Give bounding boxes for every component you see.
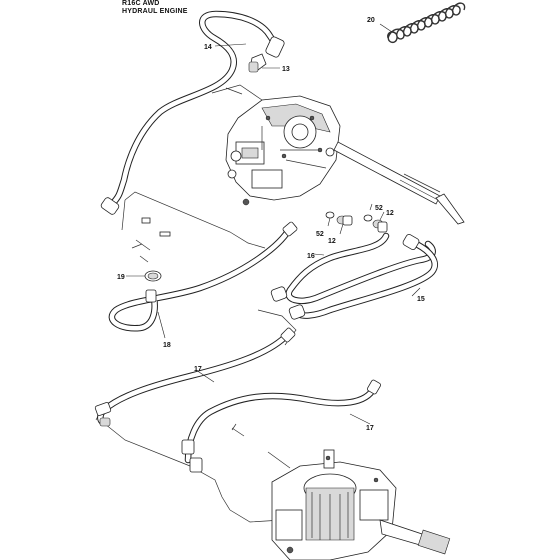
callout-52-left: 52 bbox=[316, 231, 324, 238]
hose-clamp bbox=[144, 270, 162, 282]
callout-16: 16 bbox=[307, 253, 315, 260]
callout-17-right: 17 bbox=[366, 425, 374, 432]
hydrostatic-transmission bbox=[225, 95, 465, 225]
transaxle bbox=[231, 423, 451, 560]
hose-14-end-fitting bbox=[100, 197, 120, 215]
hose-17-right bbox=[181, 379, 381, 473]
callout-13: 13 bbox=[282, 66, 290, 73]
callout-52-right: 52 bbox=[375, 205, 383, 212]
callout-19: 19 bbox=[117, 274, 125, 281]
callout-15: 15 bbox=[417, 296, 425, 303]
hose-14-top-fitting bbox=[265, 36, 285, 58]
hose-16 bbox=[285, 232, 436, 304]
hose-18 bbox=[108, 221, 298, 332]
fitting-set-left bbox=[325, 211, 353, 226]
hose-17-left bbox=[94, 327, 296, 427]
hose-15 bbox=[270, 234, 438, 320]
fitting-set-right bbox=[363, 214, 388, 233]
model-title: R16C AWD bbox=[122, 0, 160, 7]
coil-spring bbox=[387, 2, 466, 44]
section-title: HYDRAUL ENGINE bbox=[122, 8, 188, 15]
hose-14 bbox=[100, 10, 285, 215]
callout-14: 14 bbox=[204, 44, 212, 51]
callout-20: 20 bbox=[367, 17, 375, 24]
bracket-hardware bbox=[131, 217, 171, 263]
leader-lines bbox=[126, 23, 421, 425]
callout-18: 18 bbox=[163, 342, 171, 349]
callout-17-left: 17 bbox=[194, 366, 202, 373]
callout-12-right: 12 bbox=[386, 210, 394, 217]
elbow-fitting bbox=[225, 53, 267, 95]
callout-12-left: 12 bbox=[328, 238, 336, 245]
